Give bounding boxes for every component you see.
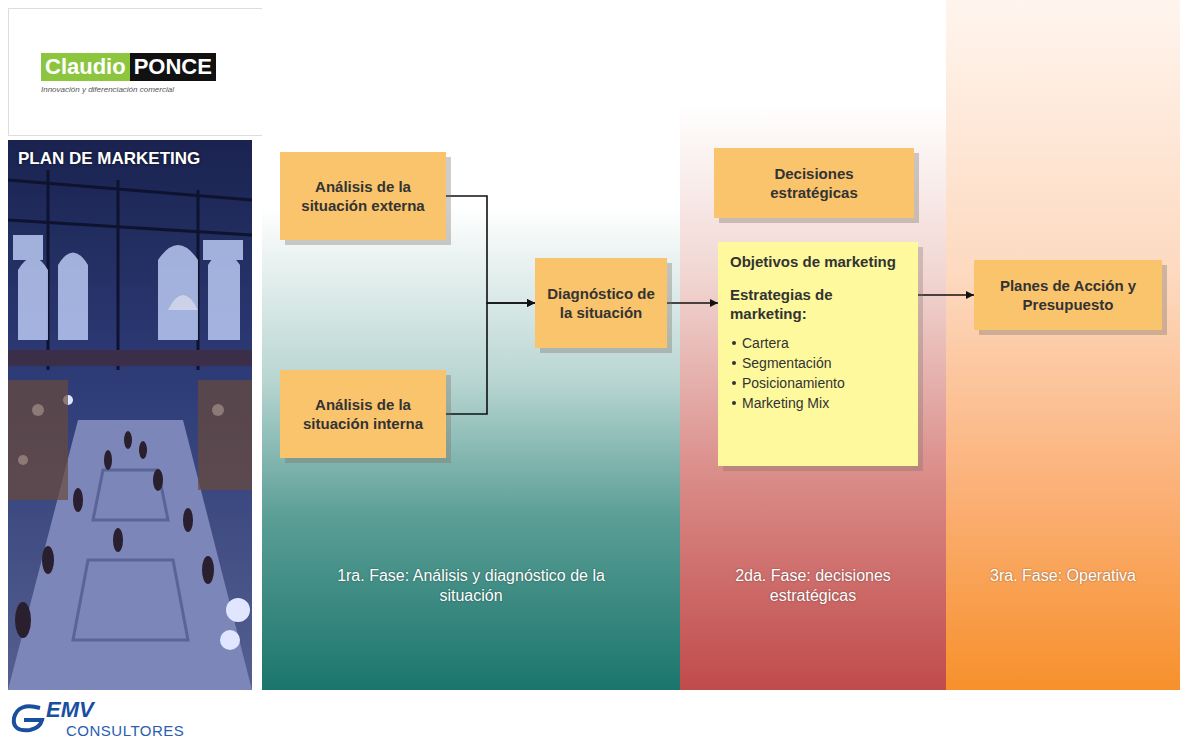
diagram-title: PLAN DE MARKETING [18, 148, 200, 170]
logo-tagline: Innovación y diferenciación comercial [41, 85, 174, 95]
phase-band: 3ra. Fase: Operativa Planes de Acción y P… [946, 0, 1180, 690]
floor-pattern [73, 470, 188, 640]
emv-swirl-line [14, 706, 42, 730]
section-heading: Estrategias de marketing: [730, 285, 906, 323]
connector-arrow [918, 294, 974, 296]
bullet-row: Cartera [730, 333, 906, 353]
phase-label: 1ra. Fase: Análisis y diagnóstico de la … [311, 566, 631, 606]
bullet-row: Segmentación [730, 353, 906, 373]
logo-wordmark: Claudio PONCE [41, 53, 216, 81]
bullet-text: Segmentación [742, 353, 832, 373]
box-text: Planes de Acción y Presupuesto [984, 276, 1152, 314]
strategy-box: Objetivos de marketingEstrategias de mar… [718, 242, 918, 466]
process-box: Decisiones estratégicas [714, 148, 914, 218]
photo-ground [8, 140, 252, 690]
box-text: Análisis de la situación externa [290, 177, 436, 215]
box-text: Diagnóstico de la situación [545, 284, 657, 322]
bullet-dot [732, 361, 736, 365]
box-text-group: Diagnóstico de la situación [545, 284, 657, 322]
section-heading: Objetivos de marketing [730, 252, 906, 271]
bullet-text: Posicionamiento [742, 373, 845, 393]
bullet-row: Posicionamiento [730, 373, 906, 393]
process-box: Análisis de la situación externa [280, 152, 446, 240]
market-photo [8, 140, 252, 690]
box-text-group: Planes de Acción y Presupuesto [984, 276, 1152, 314]
bullet-dot [732, 401, 736, 405]
bullet-text: Cartera [742, 333, 789, 353]
box-text: Análisis de la situación interna [290, 395, 436, 433]
logo-panel: Claudio PONCE Innovación y diferenciació… [8, 8, 280, 136]
box-text-group: Análisis de la situación interna [290, 395, 436, 433]
company-logo: CONSULTORES [66, 722, 184, 740]
logo-text: PONCE [130, 53, 216, 81]
phase-label: 2da. Fase: decisiones estratégicas [693, 566, 933, 606]
box-text-group: Análisis de la situación externa [290, 177, 436, 215]
stalls [8, 380, 252, 500]
gallery [8, 350, 252, 366]
phase-label: 3ra. Fase: Operativa [953, 566, 1173, 586]
process-box: Diagnóstico de la situación [535, 258, 667, 348]
box-text: Decisiones estratégicas [734, 164, 894, 202]
company-logo: EMV [46, 698, 94, 722]
bullet-dot [732, 381, 736, 385]
box-text-group: Decisiones estratégicas [734, 164, 894, 202]
connector-arrow [667, 302, 718, 304]
phase-band: 1ra. Fase: Análisis y diagnóstico de la … [262, 0, 680, 690]
process-box: Planes de Acción y Presupuesto [974, 260, 1162, 330]
emv-swirl [10, 700, 46, 736]
logo-text: Claudio [41, 53, 130, 81]
bullet-text: Marketing Mix [742, 393, 829, 413]
bullet-dot [732, 341, 736, 345]
roof-beams [8, 170, 252, 370]
process-box: Análisis de la situación interna [280, 370, 446, 458]
arched-windows [13, 235, 243, 340]
phase-band: 2da. Fase: decisiones estratégicas Decisi… [680, 0, 946, 690]
bullet-row: Marketing Mix [730, 393, 906, 413]
